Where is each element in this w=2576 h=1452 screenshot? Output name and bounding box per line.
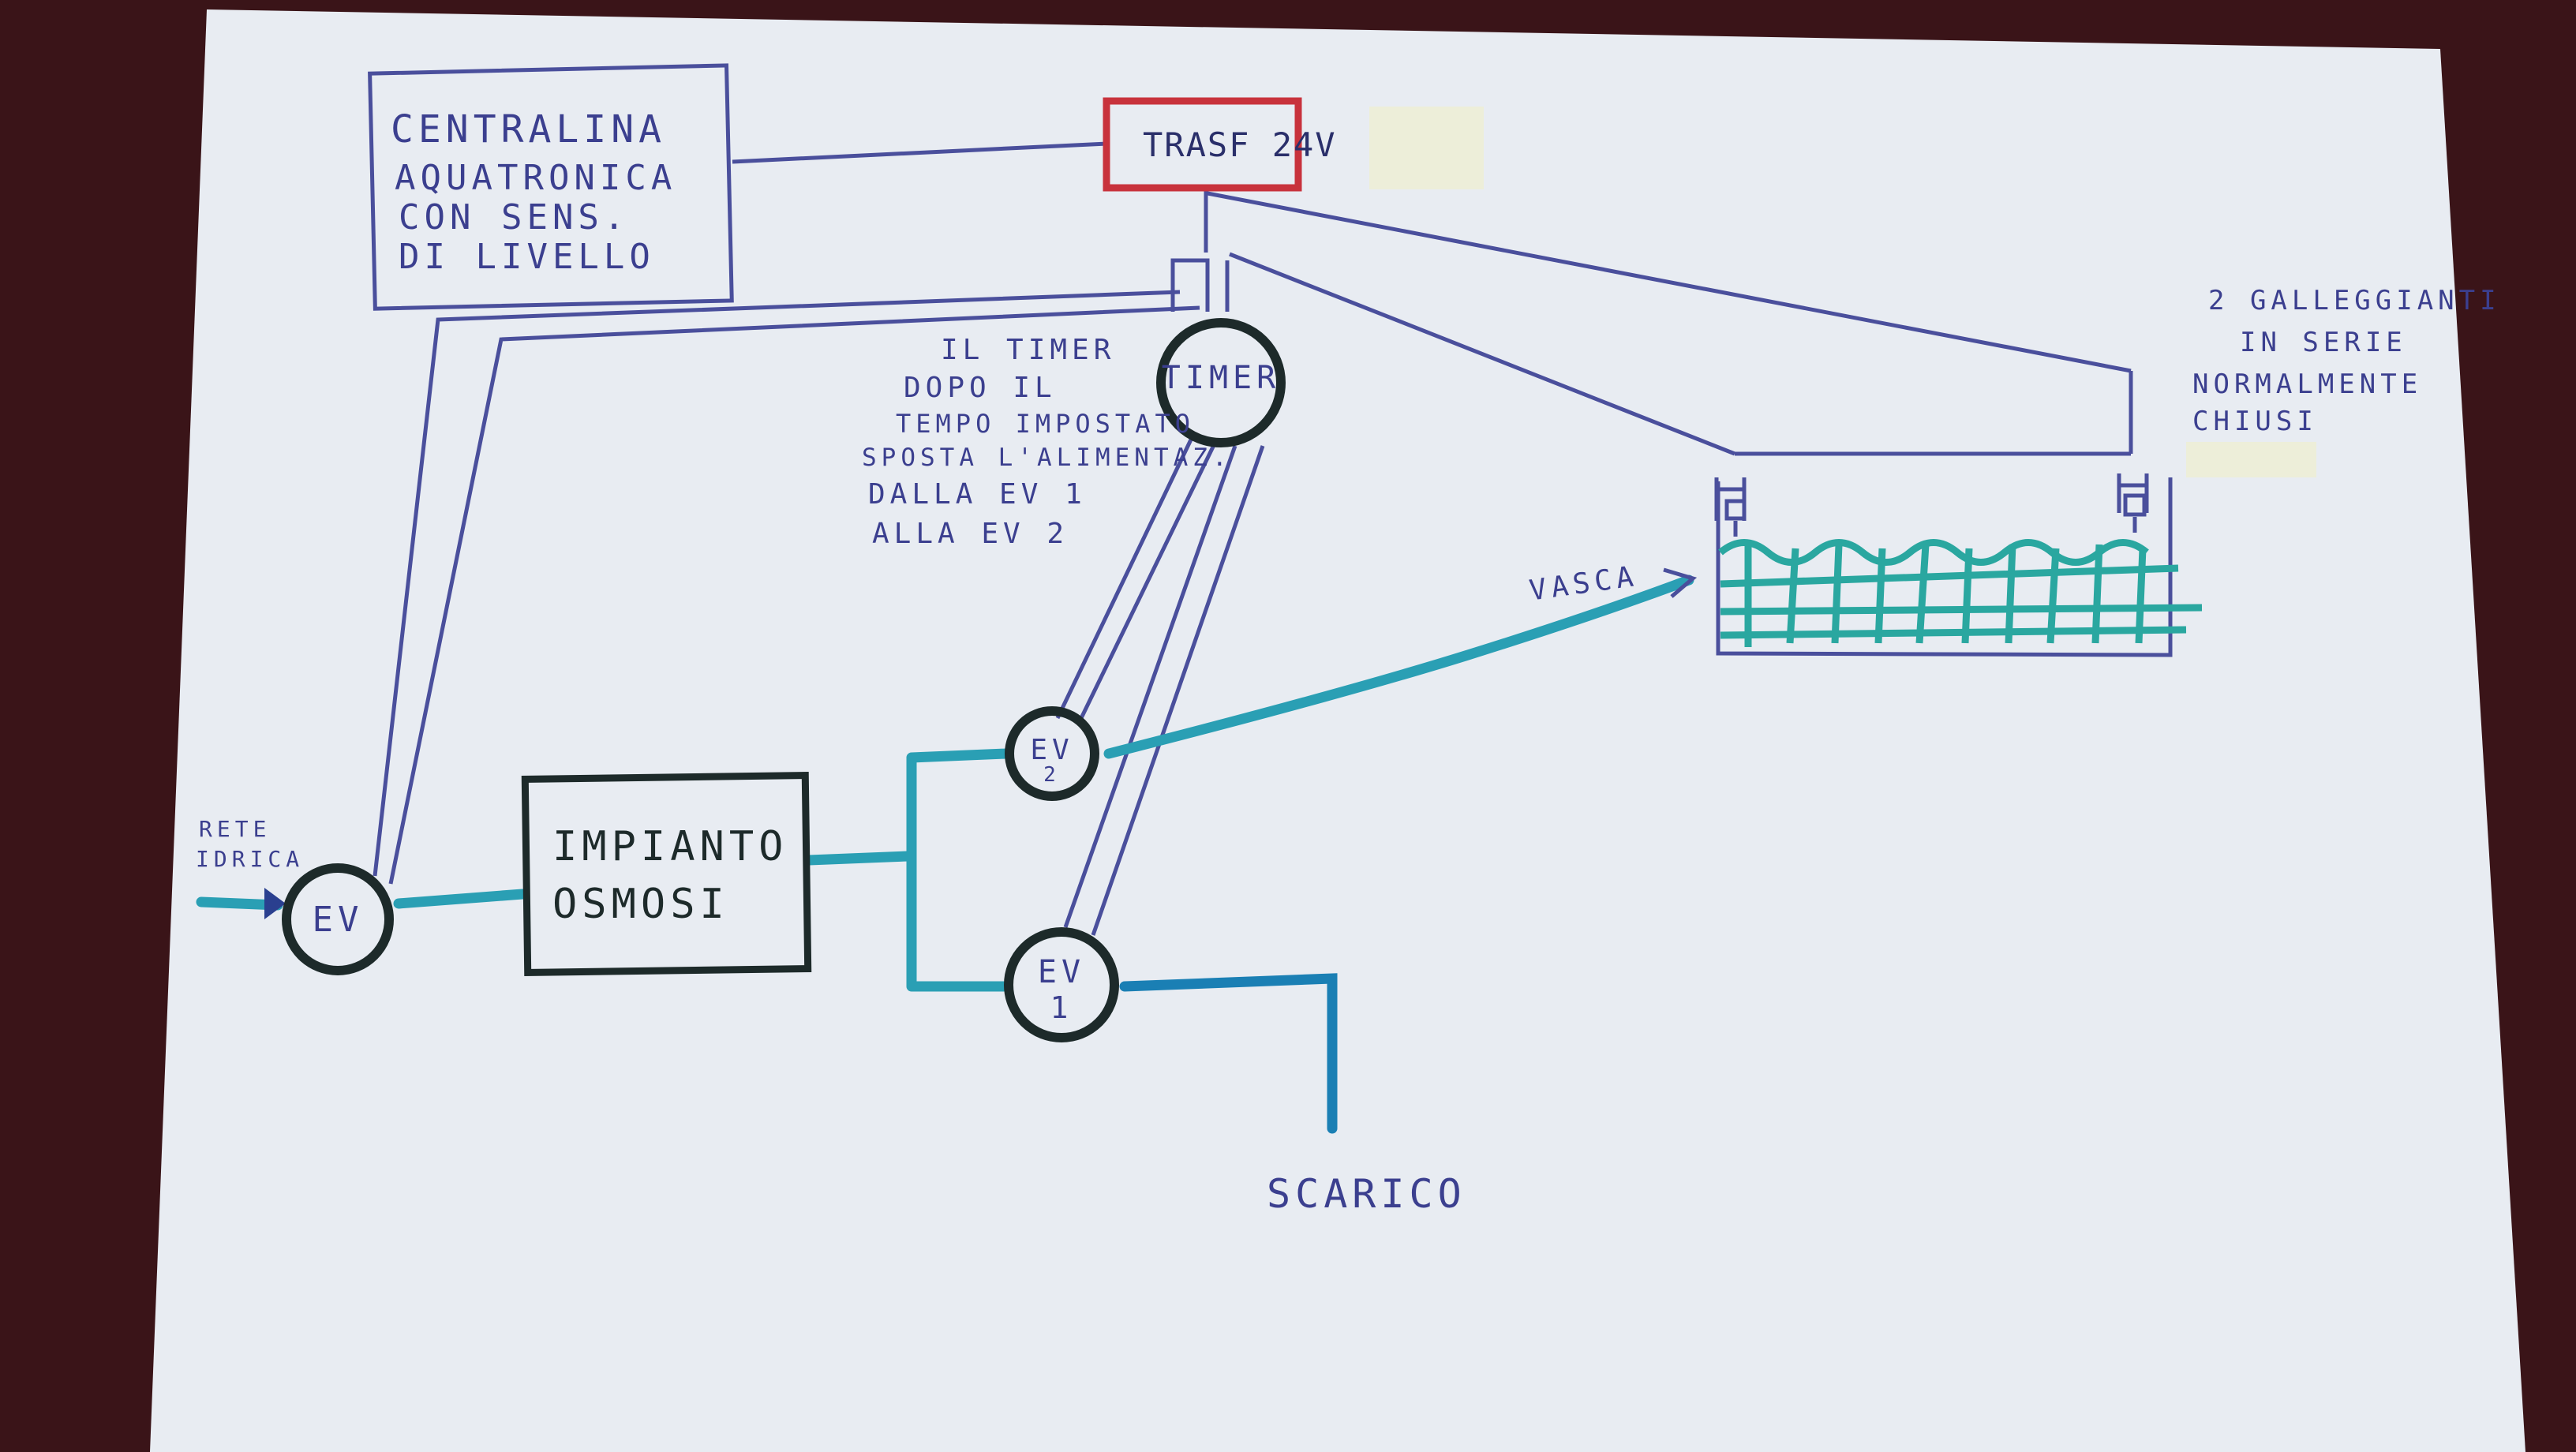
osmosis-line1: IMPIANTO [552,823,788,870]
transformer-label: TRASF 24V [1143,125,1337,164]
timer-note-line1: IL TIMER [941,334,1115,366]
inlet-label-line2: IDRICA [196,846,304,872]
floats-note-line4: CHIUSI [2192,406,2318,437]
controller-line4: DI LIVELLO [399,237,655,277]
paper-sheet [150,9,2525,1452]
tape-piece [2186,442,2316,477]
pipe-ev-osmosis [393,889,528,909]
valve-2-circle [1005,706,1099,801]
wire-timer-ev1-b [1091,445,1265,936]
valve-main-circle [282,863,394,975]
float-switch-right [2117,473,2149,533]
wire-transformer-float [1207,191,2132,373]
wire-timer-ev2-b [1079,440,1218,720]
valve-main-label: EV [313,900,364,940]
timer-note-line3: TEMPO IMPOSTATO [896,409,1195,439]
pipe-ev2-tank [1103,574,1694,759]
pipe-ev1-drain [1119,973,1338,1134]
wire-timer-ev2-a [1055,436,1194,720]
wire-float-timer [1229,252,1735,456]
valve-2-number: 2 [1043,763,1061,787]
wire-controller-transformer [732,141,1107,164]
valve-2-label: EV [1030,734,1073,766]
arrow-to-tank [1663,567,1698,598]
pipe-split [906,748,1012,992]
osmosis-box [521,771,812,977]
timer-connector [1170,258,1230,312]
inlet-label-line1: RETE [199,816,271,842]
transformer-box [1103,97,1302,192]
timer-circle [1156,318,1286,447]
controller-line1: CENTRALINA [391,107,666,152]
osmosis-line2: OSMOSI [552,881,729,928]
drain-label: SCARICO [1267,1171,1466,1217]
floats-note-line2: IN SERIE [2240,327,2407,358]
inlet-arrow-icon [264,888,286,919]
controller-line2: AQUATRONICA [395,158,676,198]
timer-label: TIMER [1162,360,1280,396]
timer-note-line5: DALLA EV 1 [868,478,1087,511]
valve-1-number: 1 [1050,990,1073,1025]
wires [373,141,2173,936]
timer-note-line6: ALLA EV 2 [872,518,1069,550]
wire-controller-ev-a [373,290,1181,877]
tape-piece [1369,107,1484,189]
valve-1-circle [1004,927,1119,1042]
water-pipes [196,574,1694,1134]
valve-1-label: EV [1038,954,1085,990]
floats-note-line3: NORMALMENTE [2192,369,2422,400]
controller-box [368,63,734,311]
floats-note-line1: 2 GALLEGGIANTI [2208,285,2501,316]
tank-water [1718,539,2203,647]
pipe-osmosis-split [803,851,913,866]
wire-controller-ev-b [388,305,1200,885]
timer-note-line4: SPOSTA L'ALIMENTAZ. [862,443,1232,472]
timer-note-line2: DOPO IL [904,372,1057,404]
wire-timer-ev1-a [1063,445,1237,928]
controller-line3: CON SENS. [399,197,629,238]
